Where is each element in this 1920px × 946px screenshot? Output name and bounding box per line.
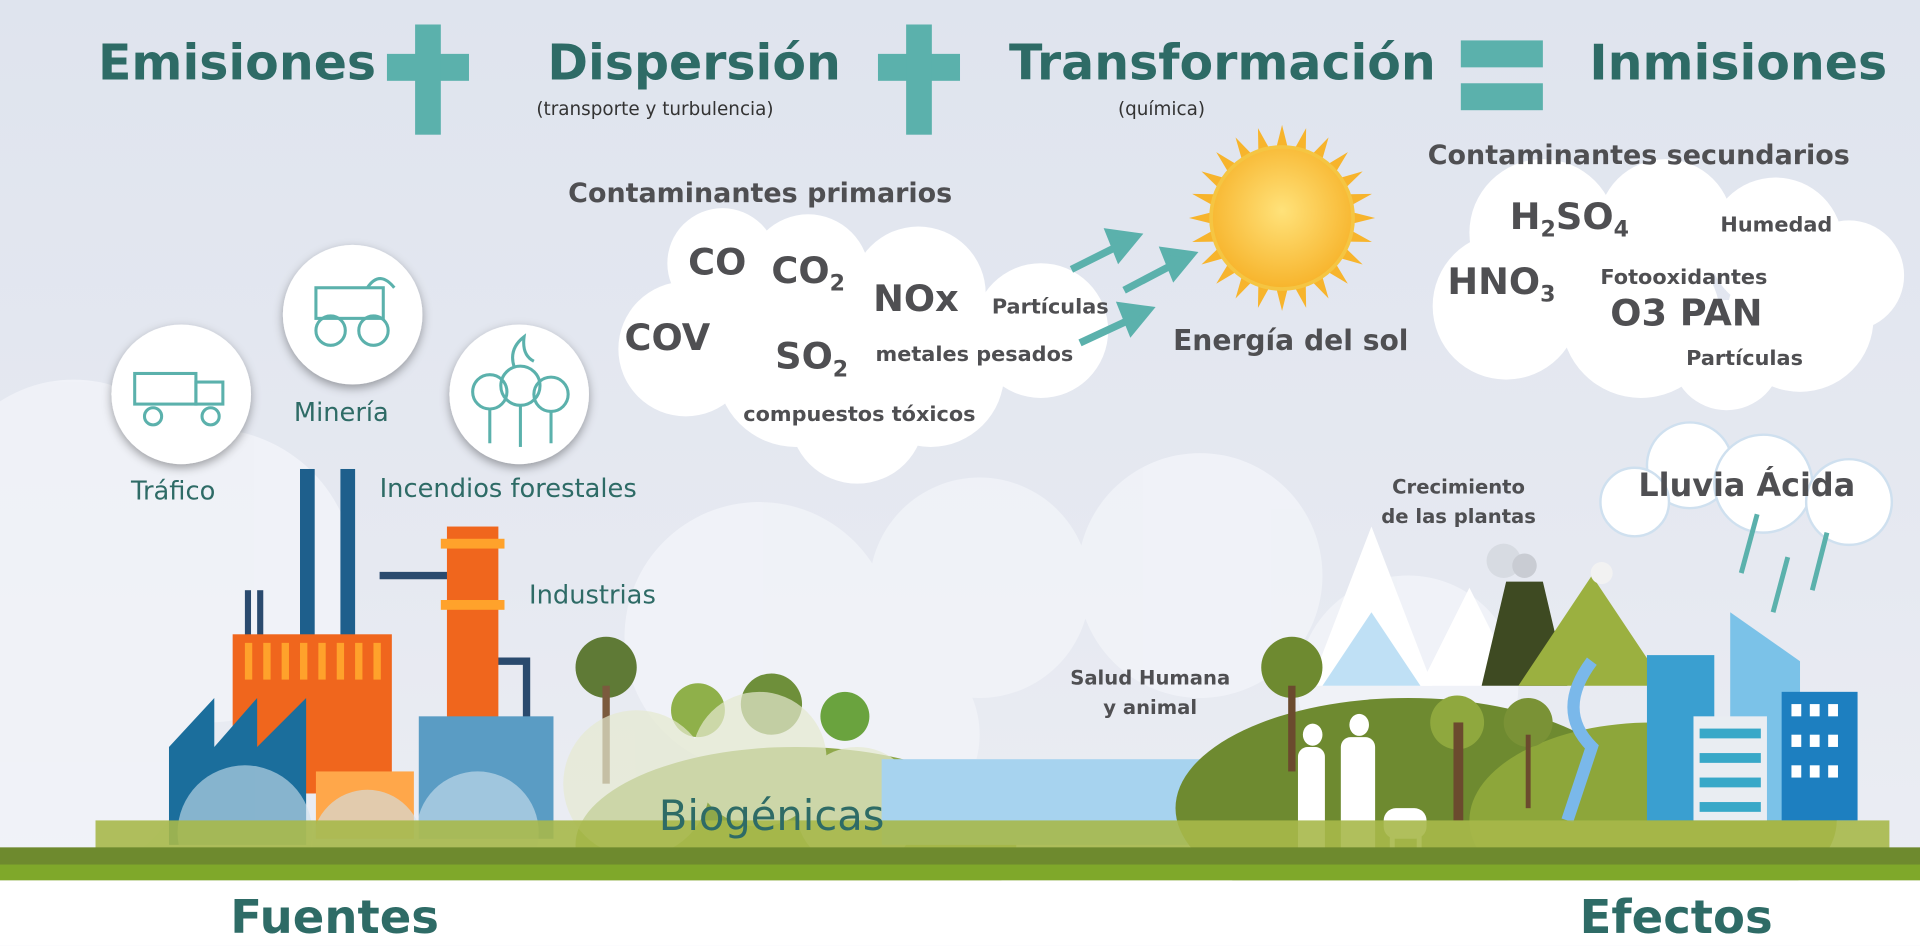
ground	[0, 847, 1920, 865]
h2so4-so: SO	[1555, 195, 1614, 239]
so2-sub: 2	[832, 356, 849, 383]
hno3-text: HNO	[1447, 260, 1541, 304]
sun-ray	[1257, 284, 1270, 308]
so2-text: SO	[775, 335, 833, 379]
acid-rain-cloud	[1599, 421, 1894, 547]
label-industrias: Industrias	[528, 580, 656, 610]
term-emisiones: Emisiones	[97, 35, 377, 92]
sun-ray	[1276, 124, 1288, 148]
crecimiento-line2: de las plantas	[1381, 504, 1536, 528]
equals-icon	[1460, 40, 1543, 68]
metales-pesados: metales pesados	[875, 342, 1074, 368]
co2: CO2	[771, 253, 845, 295]
sun-ray	[1352, 212, 1376, 224]
h2so4-sub4: 4	[1613, 217, 1629, 243]
secundarios-title: Contaminantes secundarios	[1427, 140, 1850, 172]
label-mineria: Minería	[293, 397, 389, 428]
label-lluvia-acida: Lluvia Ácida	[1638, 467, 1856, 505]
sun-label: Energía del sol	[1173, 325, 1409, 358]
label-trafico: Tráfico	[131, 476, 216, 506]
nox: NOx	[873, 277, 959, 321]
term-transformacion: Transformación	[1008, 35, 1436, 92]
source-icons	[111, 244, 589, 465]
operators	[386, 24, 1543, 135]
hno3: HNO3	[1447, 264, 1555, 306]
label-crecimiento: Crecimiento de las plantas	[1381, 475, 1536, 528]
label-salud: Salud Humana y animal	[1070, 666, 1231, 719]
h2so4-h: H	[1509, 195, 1541, 239]
so2: SO2	[775, 339, 848, 381]
primary-cloud	[618, 208, 1109, 484]
secondary-cloud	[1432, 159, 1905, 411]
compuestos-toxicos: compuestos tóxicos	[743, 402, 976, 428]
co2-sub: 2	[829, 270, 845, 297]
term-inmisiones: Inmisiones	[1589, 35, 1888, 92]
transformacion-subtitle: (química)	[1117, 97, 1206, 121]
sun-ray	[1192, 193, 1216, 206]
arrows-to-sun	[1069, 228, 1199, 347]
footer-efectos: Efectos	[1579, 890, 1773, 945]
sun-ray	[1294, 128, 1307, 152]
particulas-secondary: Partículas	[1686, 346, 1803, 372]
dispersion-subtitle: (transporte y turbulencia)	[536, 97, 774, 121]
salud-line2: y animal	[1103, 695, 1198, 719]
label-incendios: Incendios forestales	[379, 473, 637, 504]
cov: COV	[624, 317, 711, 361]
sun-ray	[1348, 230, 1372, 243]
primarios-title: Contaminantes primarios	[568, 178, 953, 210]
o3-pan: O3 PAN	[1610, 292, 1763, 336]
footer-fuentes: Fuentes	[230, 890, 439, 945]
truck-icon	[111, 324, 252, 465]
mining-truck-icon	[282, 244, 423, 385]
humedad: Humedad	[1720, 213, 1833, 238]
label-biogenicas: Biogénicas	[658, 792, 885, 842]
fotooxidantes: Fotooxidantes	[1600, 265, 1768, 291]
particulas-primary: Partículas	[991, 295, 1109, 320]
term-dispersion: Dispersión	[547, 35, 841, 92]
crecimiento-line1: Crecimiento	[1392, 475, 1526, 499]
sun-ray	[1294, 284, 1307, 308]
co2-text: CO	[771, 249, 830, 293]
forest-fire-icon	[449, 324, 589, 465]
sun-ray	[1348, 193, 1372, 206]
h2so4: H2SO4	[1510, 199, 1629, 243]
sun-icon	[1188, 124, 1376, 312]
rain-arrows	[1738, 513, 1830, 613]
sun-ray	[1257, 128, 1270, 152]
sun-ray	[1192, 230, 1216, 243]
sun-ray	[1188, 212, 1212, 224]
co: CO	[688, 241, 747, 285]
salud-line1: Salud Humana	[1070, 666, 1231, 690]
h2so4-sub2: 2	[1540, 217, 1556, 243]
sun-ray	[1276, 288, 1288, 312]
hedge	[95, 820, 1890, 850]
hno3-sub: 3	[1540, 281, 1556, 308]
